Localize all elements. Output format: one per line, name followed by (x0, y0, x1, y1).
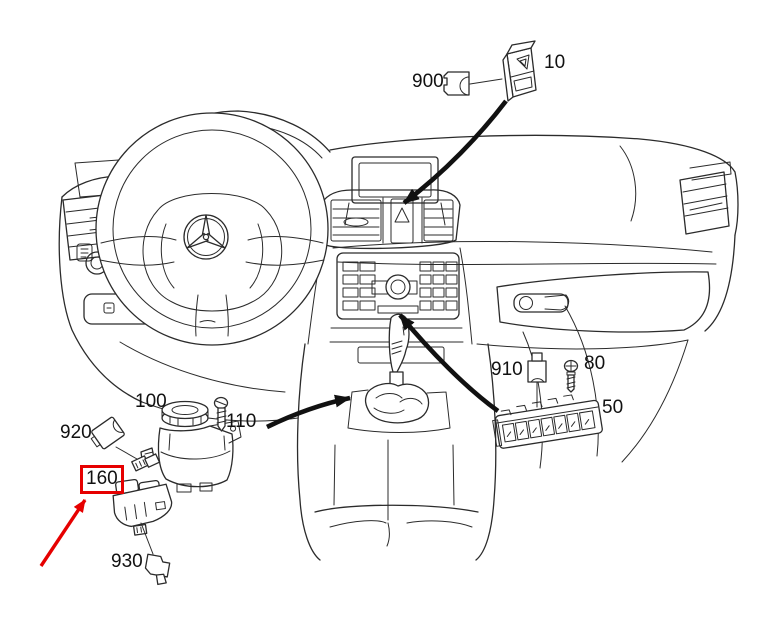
gear-shifter (347, 313, 451, 433)
highlight-arrow (39, 499, 87, 567)
shifter-boot (364, 382, 430, 424)
mercedes-star-icon (183, 214, 229, 260)
glove-box-handle (513, 293, 569, 313)
callout-160-highlighted[interactable]: 160 (80, 465, 124, 494)
callout-10[interactable]: 10 (544, 52, 566, 73)
switch-panel-50-part (492, 394, 603, 449)
rotary-light-switch-part (140, 400, 242, 493)
leader-920 (115, 446, 138, 460)
right-center-vent (423, 199, 454, 242)
leader-900-10 (469, 78, 503, 85)
connector-900-icon (443, 71, 470, 96)
radio-knob (385, 274, 411, 300)
leader-930 (140, 522, 154, 555)
callout-920[interactable]: 920 (60, 422, 92, 443)
hazard-button (390, 198, 414, 244)
steering-wheel (95, 112, 329, 346)
screw-110-icon (213, 396, 229, 432)
center-console (296, 247, 497, 561)
callout-110[interactable]: 110 (226, 411, 257, 432)
glove-box-lock-icon (519, 296, 533, 310)
ignition-switch (76, 243, 109, 275)
center-display (344, 156, 446, 226)
callout-80[interactable]: 80 (584, 353, 606, 374)
arrow-10-to-dash (402, 99, 508, 205)
callout-100[interactable]: 100 (135, 391, 167, 412)
callout-910[interactable]: 910 (491, 359, 523, 380)
hazard-switch-part (502, 40, 537, 102)
screw-80-icon (563, 359, 579, 393)
connector-920-icon (90, 416, 125, 450)
connector-910-icon (527, 352, 547, 383)
left-center-vent (330, 199, 382, 242)
key-button-icon (76, 243, 93, 262)
connector-930-icon (144, 553, 171, 586)
pigtail-connector-icon (131, 453, 161, 472)
callout-50[interactable]: 50 (602, 397, 624, 418)
center-air-vents (321, 189, 461, 250)
dashboard-outline (58, 110, 739, 469)
callout-900[interactable]: 900 (412, 71, 444, 92)
callout-930[interactable]: 930 (111, 551, 143, 572)
glove-box (496, 271, 711, 333)
radio-unit (336, 252, 460, 320)
arrow-50-to-console (398, 313, 500, 413)
arrow-110-to-console (265, 394, 351, 430)
hazard-triangle-icon (394, 207, 410, 223)
right-air-vent (679, 161, 732, 235)
